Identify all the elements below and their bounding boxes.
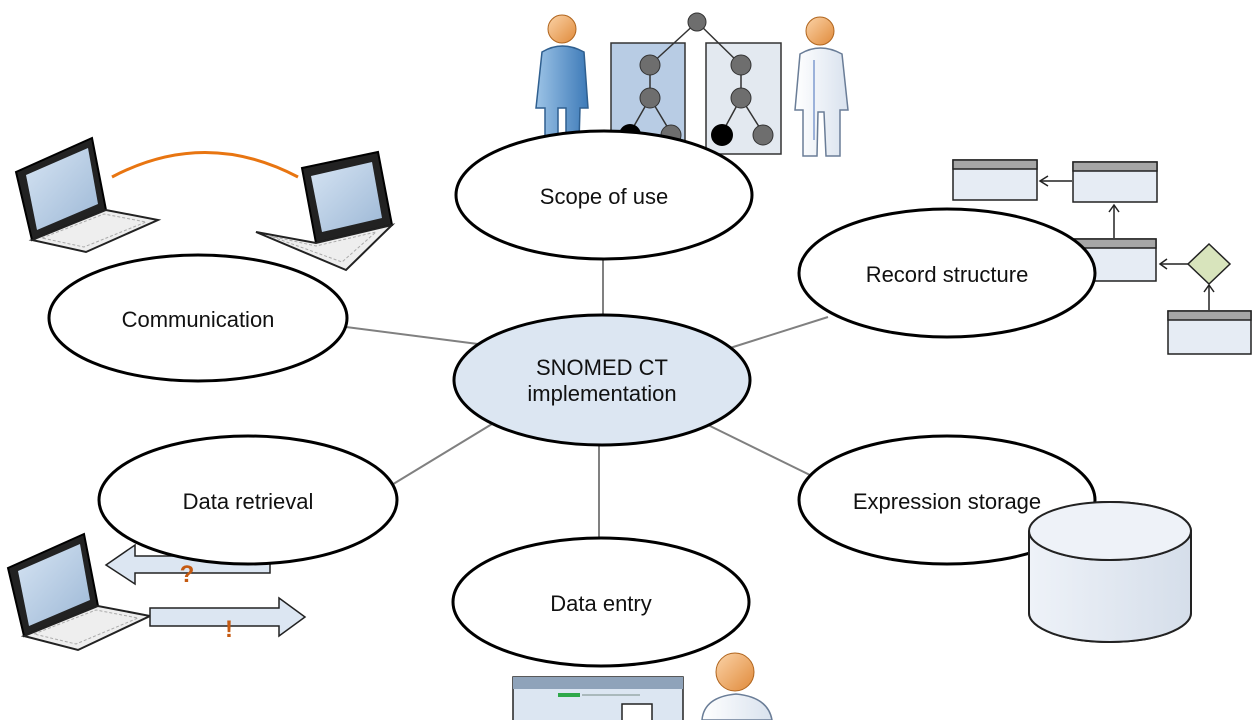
clinician-icon <box>794 16 849 157</box>
uml-class-icon <box>1167 310 1252 355</box>
node-label-communication: Communication <box>122 307 275 332</box>
node-label-retrieval: Data retrieval <box>183 489 314 514</box>
communication-link-arc <box>111 151 299 179</box>
exclamation-mark: ! <box>225 616 233 643</box>
node-expression-storage <box>797 434 1097 566</box>
database-cylinder-top <box>1028 501 1192 561</box>
node-center-snomed: SNOMED CT implementation <box>452 313 752 447</box>
uml-diamond-icon <box>1186 242 1232 286</box>
uml-class-icon <box>1072 161 1158 203</box>
connectors <box>345 252 829 540</box>
arrow-right-icon <box>149 596 307 638</box>
question-mark: ? <box>180 561 195 588</box>
blue-person-icon <box>535 14 589 143</box>
node-scope-of-use: Scope of use <box>454 129 754 261</box>
node-data-retrieval: Data retrieval <box>97 434 399 566</box>
node-label-entry: Data entry <box>550 591 652 616</box>
connector-record <box>729 316 829 349</box>
arrow-left-icon <box>104 543 271 586</box>
laptop-icon <box>14 136 162 254</box>
node-label-storage: Expression storage <box>853 489 1041 514</box>
node-label-record: Record structure <box>866 262 1029 287</box>
node-data-entry: Data entry <box>451 536 751 668</box>
node-communication: Communication <box>47 253 349 383</box>
center-label-line1: SNOMED CT <box>536 355 668 380</box>
screen-form-icon <box>512 676 684 720</box>
node-label-scope: Scope of use <box>540 184 668 209</box>
laptop-icon <box>255 150 396 272</box>
center-label-line2: implementation <box>527 381 676 406</box>
laptop-icon <box>6 532 154 652</box>
node-record-structure: Record structure <box>797 207 1097 339</box>
person-icon <box>701 652 773 720</box>
connector-storage <box>705 423 813 477</box>
uml-class-icon <box>952 159 1038 201</box>
connector-retrieval <box>389 423 493 487</box>
connector-communication <box>345 326 479 345</box>
